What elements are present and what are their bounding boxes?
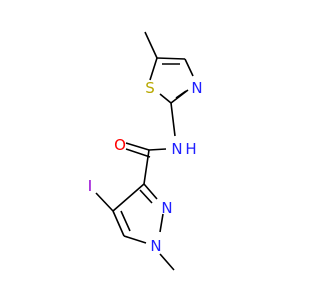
amide-nitrogen-label: N	[171, 140, 182, 158]
bond-carbonyl-o	[125, 142, 150, 151]
pyrazole-ring	[95, 183, 175, 271]
bond-c3-n2-inner	[139, 189, 153, 204]
bond-c5-methyl	[144, 31, 158, 59]
thiazole-nitrogen-label: N	[191, 79, 202, 97]
bond-c2-nh	[170, 102, 176, 137]
bond-n2-n1	[159, 213, 164, 233]
thiazole-ring	[144, 31, 194, 104]
bond-carbonyl-c3	[143, 149, 150, 185]
bond-nh-carbonyl	[148, 148, 167, 151]
bond-c4-c5	[156, 57, 186, 60]
bond-carbonyl-o-inner	[125, 148, 151, 158]
bond-n1-methyl	[159, 253, 175, 271]
molecule-canvas: S N N H O I N N	[87, 31, 203, 271]
bond-c5-s	[149, 57, 158, 81]
pyrazole-n2-label: N	[161, 199, 172, 217]
bond-c4-c3	[112, 183, 145, 212]
amide-hydrogen-label: H	[185, 140, 196, 158]
bond-s-c2	[159, 93, 172, 104]
bond-c2-n3-inner	[175, 90, 187, 99]
iodine-atom-label: I	[88, 177, 92, 195]
amide-linkage	[125, 102, 176, 185]
bond-c5-c4	[112, 210, 125, 237]
bond-c5-c4-inner	[120, 210, 131, 232]
molecule-structure: S N N H O I N N	[88, 31, 203, 271]
bond-c4-i	[95, 192, 114, 212]
bond-n1-c5	[123, 235, 147, 244]
carbonyl-oxygen-label: O	[114, 136, 126, 154]
sulfur-atom-label: S	[145, 79, 155, 97]
bond-c3-n2	[143, 183, 158, 200]
pyrazole-n1-label: N	[150, 237, 161, 255]
bond-n3-c4	[184, 58, 194, 77]
